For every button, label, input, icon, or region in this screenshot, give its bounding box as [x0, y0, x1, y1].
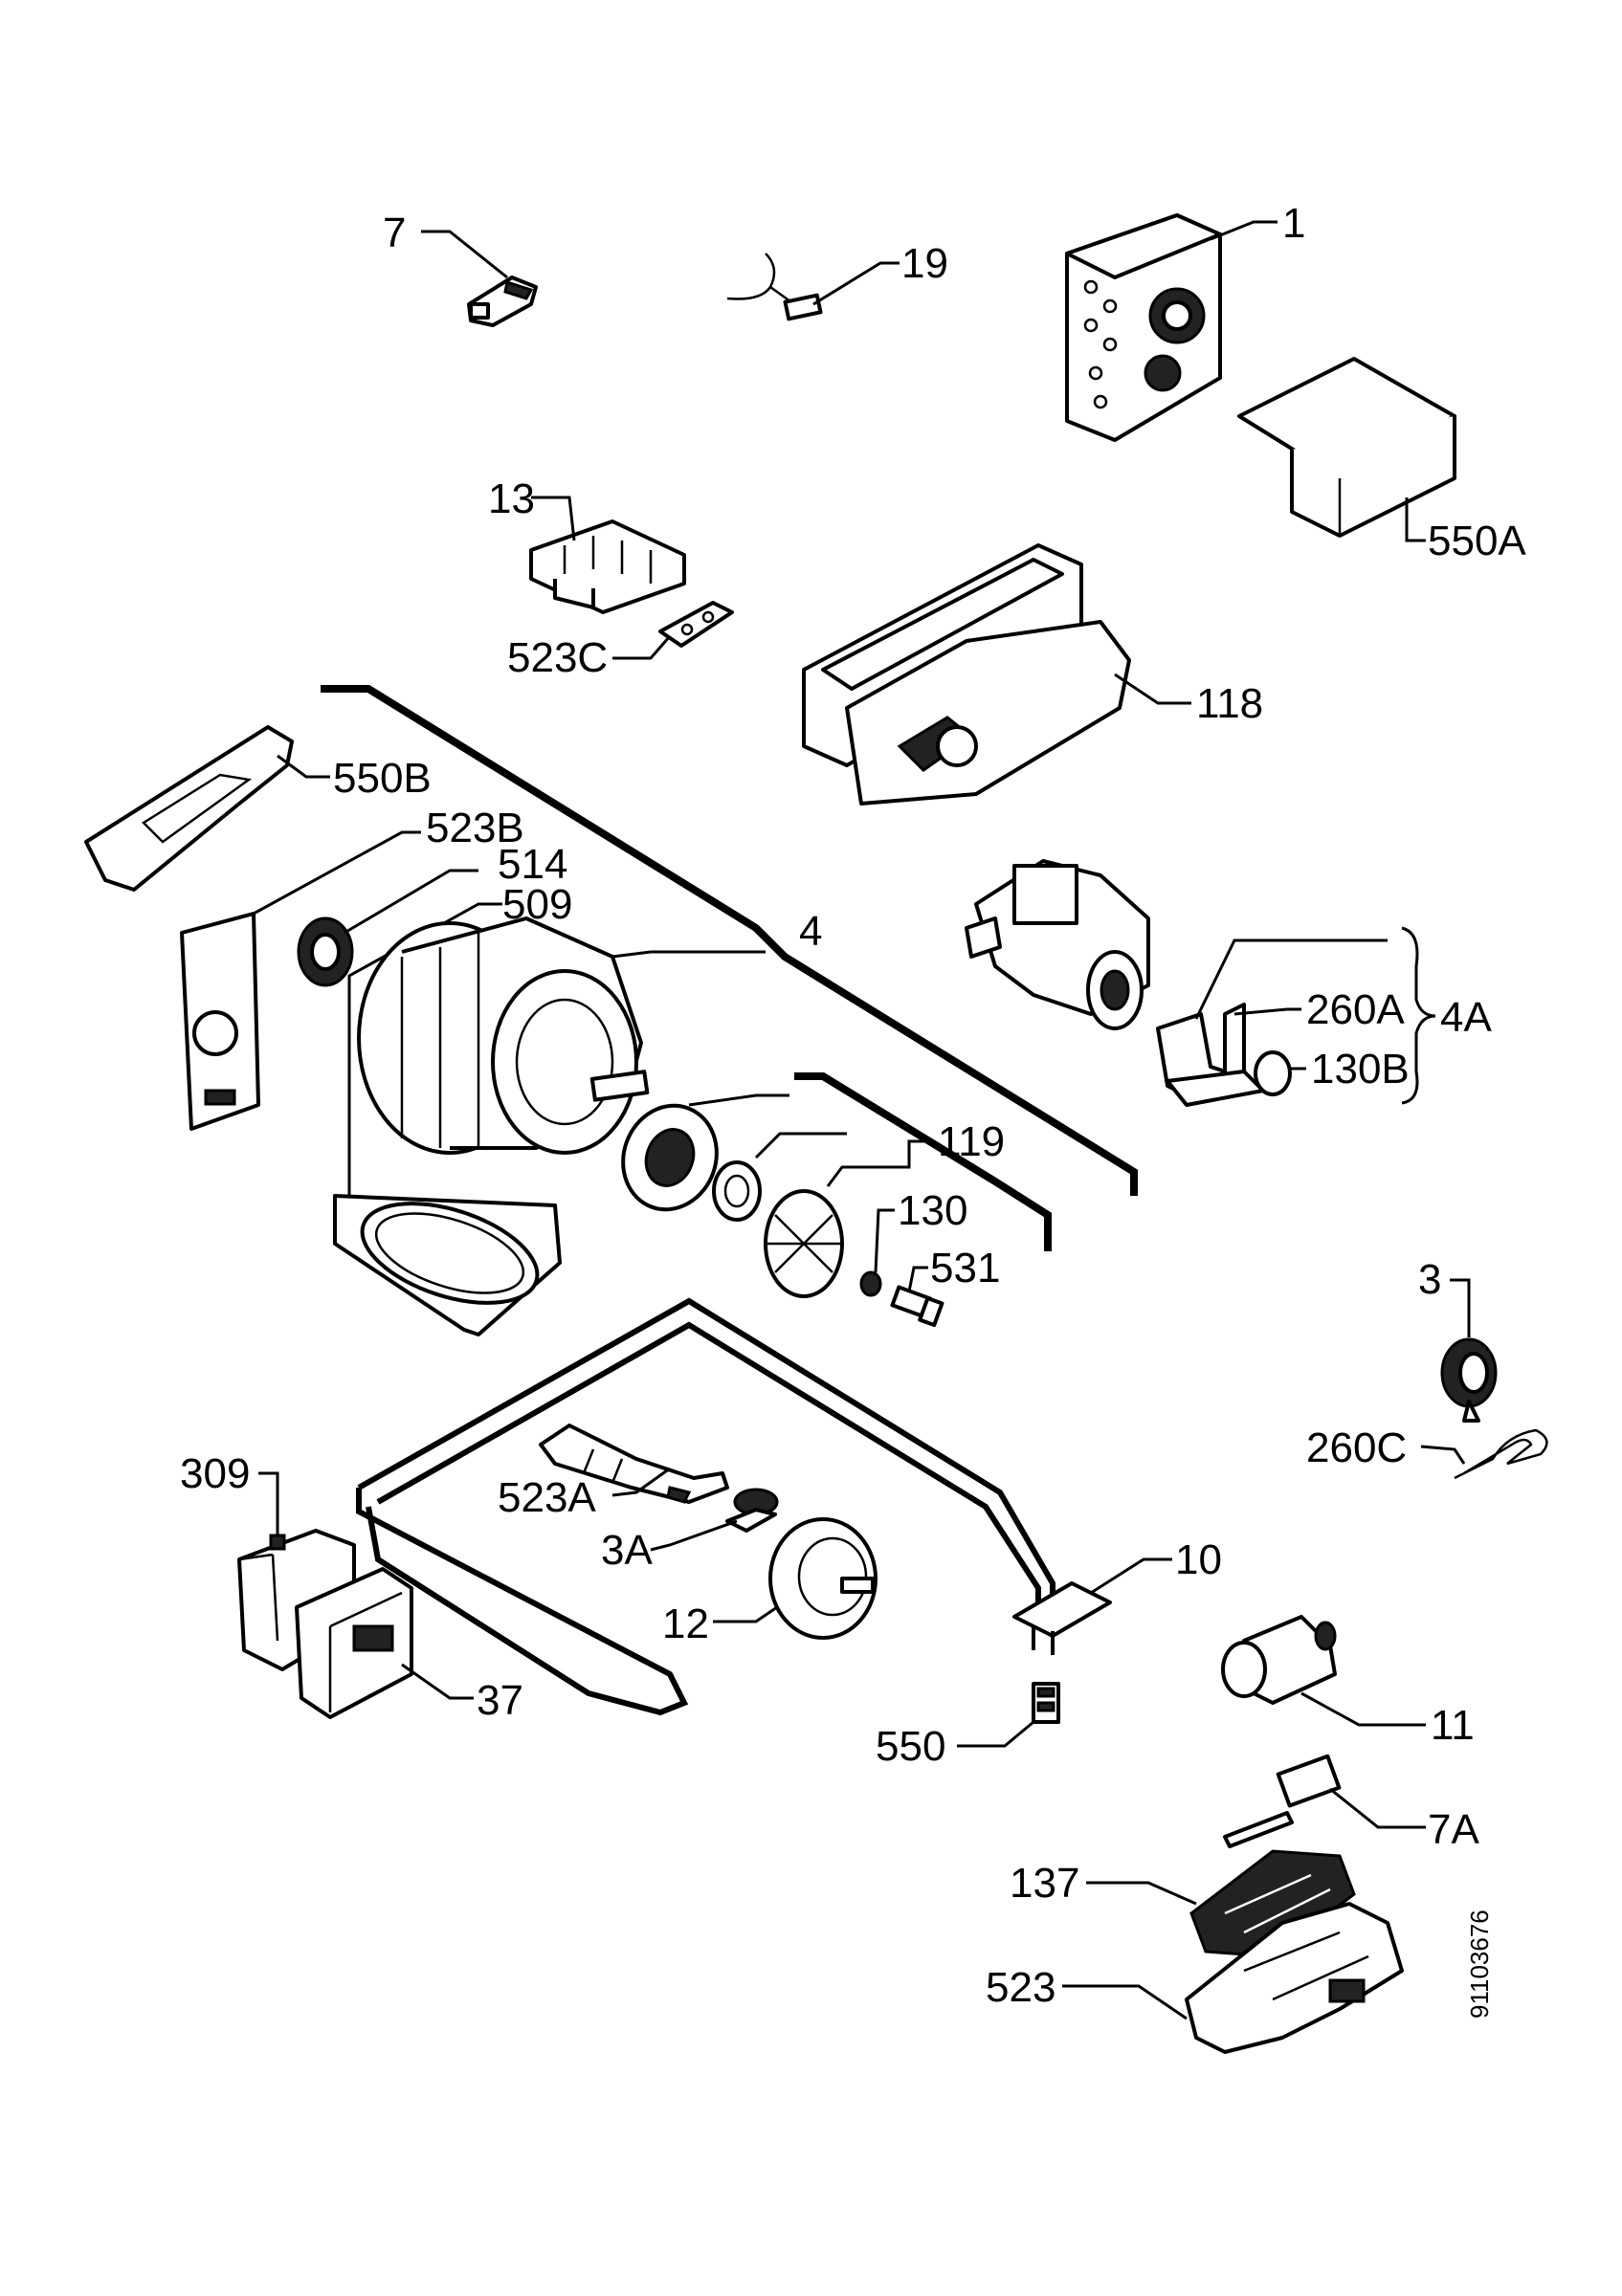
part-523B-panel [180, 912, 260, 1131]
part-7-connector [467, 276, 538, 327]
leader-523 [1062, 1984, 1188, 2020]
label-130: 130 [898, 1187, 967, 1234]
part-260A-bracket [1156, 1003, 1265, 1107]
label-523B: 523B [426, 805, 524, 851]
label-118: 118 [1196, 680, 1263, 727]
label-4: 4 [799, 908, 822, 955]
part-137-filter [1189, 1849, 1356, 1958]
part-seal-carrier [621, 1103, 719, 1212]
part-523A-bracket [539, 1424, 729, 1504]
leader-13 [531, 496, 576, 541]
part-3A-thermostat [725, 1488, 779, 1533]
part-523-tray [1185, 1902, 1404, 2054]
part-11-solenoid [1221, 1615, 1337, 1705]
label-550A: 550A [1428, 518, 1526, 564]
leader-11 [1300, 1691, 1426, 1727]
leader-118 [1114, 673, 1191, 705]
part-1-timer [1065, 213, 1222, 442]
leader-4 [611, 950, 766, 959]
label-3: 3 [1418, 1256, 1441, 1303]
part-19-sensor [726, 253, 823, 321]
leader-seal [688, 1093, 789, 1107]
group-line-4 [321, 685, 1138, 1196]
label-12: 12 [662, 1601, 709, 1647]
label-523: 523 [986, 1964, 1055, 2011]
part-pump [965, 859, 1150, 1030]
label-130B: 130B [1311, 1046, 1410, 1093]
leader-7 [421, 230, 508, 279]
label-260C: 260C [1306, 1424, 1407, 1471]
leader-137 [1086, 1881, 1197, 1906]
part-260C-clip [1454, 1428, 1548, 1480]
label-19: 19 [901, 240, 948, 287]
leader-531 [907, 1266, 928, 1292]
label-37: 37 [477, 1677, 523, 1724]
leader-19 [812, 261, 900, 306]
leader-1 [1210, 220, 1278, 241]
leader-130 [874, 1208, 895, 1273]
leader-37 [401, 1663, 474, 1700]
brace-4A [1401, 926, 1436, 1105]
group-line-119 [794, 1072, 1052, 1251]
part-509-gasket [333, 1194, 562, 1336]
leader-260C [1420, 1445, 1466, 1465]
part-7A-microswitch [1223, 1754, 1342, 1848]
part-514-ring [297, 916, 354, 987]
leader-260A [1194, 938, 1388, 1020]
label-260A: 260A [1306, 986, 1405, 1033]
part-13-switch [529, 519, 686, 614]
part-550A-cover [1237, 357, 1456, 538]
leader-550 [957, 1720, 1034, 1748]
label-531: 531 [930, 1245, 1000, 1292]
leader-12 [713, 1605, 778, 1623]
part-ring [712, 1160, 762, 1222]
part-523C-bracket [658, 601, 734, 648]
part-119-impeller [764, 1189, 844, 1298]
part-37-module [295, 1567, 413, 1719]
drawing-number: 91103676 [1465, 1910, 1494, 2019]
label-309: 309 [180, 1450, 250, 1497]
part-118-dispenser [802, 543, 1131, 806]
label-3A: 3A [601, 1527, 653, 1574]
label-1: 1 [1282, 200, 1305, 247]
part-550B-plate [84, 725, 294, 892]
label-550: 550 [876, 1723, 945, 1770]
leader-550A [1405, 497, 1426, 542]
label-523A: 523A [498, 1474, 596, 1521]
leader-514 [344, 869, 478, 935]
part-531-bolt [890, 1285, 944, 1328]
leader-260A-b [1233, 1007, 1301, 1016]
part-550-nipple [1032, 1682, 1060, 1724]
label-13: 13 [488, 475, 535, 522]
leader-523C [612, 635, 672, 660]
label-7: 7 [383, 210, 406, 256]
leader-523B [253, 830, 421, 916]
label-7A: 7A [1428, 1806, 1479, 1853]
leader-309 [258, 1471, 279, 1535]
leader-7A [1329, 1787, 1426, 1829]
label-11: 11 [1431, 1702, 1475, 1749]
label-137: 137 [1010, 1860, 1079, 1907]
part-130-washer [859, 1270, 882, 1297]
leader-523A [611, 1467, 671, 1497]
leader-550B [277, 754, 330, 779]
label-523C: 523C [507, 634, 608, 681]
part-12-actuator [768, 1517, 878, 1640]
part-130B-oring [1254, 1050, 1292, 1096]
part-3-cap [1440, 1337, 1498, 1423]
leader-3 [1450, 1278, 1471, 1337]
label-514: 514 [498, 841, 567, 888]
leader-119 [826, 1139, 933, 1187]
leader-ring [754, 1132, 847, 1159]
label-119: 119 [938, 1118, 1005, 1165]
leader-3A [650, 1519, 738, 1552]
leader-10 [1090, 1557, 1172, 1595]
part-motor [357, 916, 650, 1155]
label-550B: 550B [333, 755, 432, 802]
label-4A: 4A [1440, 994, 1492, 1041]
part-10-heater [356, 1297, 1112, 1716]
label-10: 10 [1175, 1536, 1222, 1583]
